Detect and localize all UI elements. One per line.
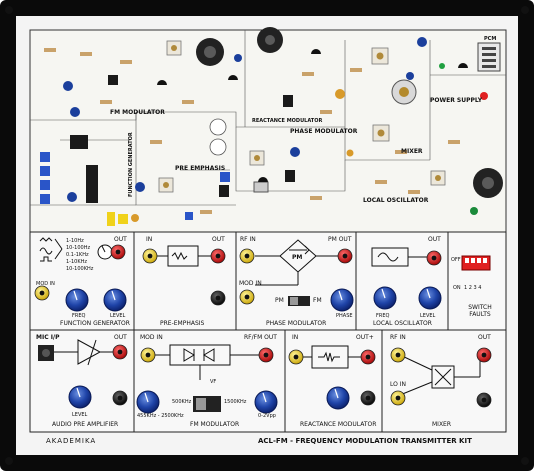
fg-title: FUNCTION GENERATOR [60,320,130,327]
ap-level-label: LEVEL [72,412,88,418]
pm-mod-in-socket[interactable] [239,289,255,305]
pe-out-label: OUT [212,236,225,243]
mx-rf-in-socket[interactable] [390,347,406,363]
mic-jack[interactable] [38,345,54,361]
pcb-traces [30,30,506,206]
pe-out-socket[interactable] [210,248,226,264]
rm-in-socket[interactable] [288,349,304,365]
sf-off-label: OFF [451,257,461,263]
pm-out-label: PM OUT [328,236,352,243]
fmm-mod-in-socket[interactable] [140,347,156,363]
corner-screws [5,6,529,465]
pm-title: PHASE MODULATOR [266,320,327,327]
fg-level-knob[interactable] [103,288,127,312]
mx-rf-in-label: RF IN [390,334,406,341]
fm-range-switch[interactable] [193,396,221,412]
fmm-rf-fm-out-socket[interactable] [258,347,274,363]
pm-sw-fm-label: FM [313,297,322,304]
rm-out-socket[interactable] [360,349,376,365]
rm-out-label: OUT+ [356,334,374,341]
fg-range-3: 0.1-1KHz [66,252,89,258]
fmm-range-low-label: 455KHz - 2500KHz [137,413,184,419]
fmm-mod-in-label: MOD IN [140,334,163,341]
rm-gnd-socket[interactable] [360,390,376,406]
lo-out-socket[interactable] [426,250,442,266]
pe-gnd-socket[interactable] [210,290,226,306]
pm-rf-in-label: RF IN [240,236,256,243]
ap-gnd-socket[interactable] [112,390,128,406]
rm-in-label: IN [292,334,299,341]
pm-fm-switch[interactable] [288,296,310,306]
fmm-title: FM MODULATOR [190,421,240,428]
sf-numbers: 1 2 3 4 [464,285,482,291]
fmm-freq-knob[interactable] [136,390,160,414]
brand-logo: AKADEMIKA [46,437,97,445]
kit-title: ACL-FM - FREQUENCY MODULATION TRANSMITTE… [258,437,472,445]
fmm-range-amp-label: 0-2Vpp [258,413,276,419]
fg-out-socket[interactable] [110,244,126,260]
lo-level-knob[interactable] [418,286,442,310]
fmm-amp-knob[interactable] [254,390,278,414]
mx-title: MIXER [432,421,452,428]
sf-title: SWITCH FAULTS [468,304,492,318]
pcb-label-power-supply: POWER SUPPLY [430,97,483,104]
pm-out-socket[interactable] [337,248,353,264]
ap-title: AUDIO PRE AMPLIFIER [52,421,119,428]
lo-freq-knob[interactable] [373,286,397,310]
fg-freq-label: FREQ [72,313,86,319]
fg-out-label: OUT [114,236,127,243]
pm-rf-in-socket[interactable] [239,248,255,264]
mx-out-socket[interactable] [476,347,492,363]
pcb-label-local-oscillator: LOCAL OSCILLATOR [363,197,429,204]
pcb-label-reactance-modulator: REACTANCE MODULATOR [252,118,323,124]
fg-freq-knob[interactable] [65,288,89,312]
pm-phase-label: PHASE [336,313,353,319]
rm-title: REACTANCE MODULATOR [300,421,377,428]
mx-lo-in-label: LO IN [390,381,407,388]
rm-knob[interactable] [326,386,350,410]
range-selector[interactable] [97,244,113,260]
pe-title: PRE-EMPHASIS [160,320,205,327]
fmm-sw-left-label: 500KHz [172,399,192,405]
pe-in-label: IN [146,236,153,243]
fg-mod-in-label: MOD IN [36,281,55,287]
pcb-label-function-generator: FUNCTION GENERATOR [128,132,134,197]
panel-dividers [30,232,506,432]
switch-faults-dip[interactable] [461,255,491,271]
lo-level-label: LEVEL [420,313,436,319]
fg-mod-in-socket[interactable] [34,285,50,301]
pm-phase-knob[interactable] [330,288,354,312]
pcb-components [40,27,503,226]
fmm-sw-right-label: 1500KHz [224,399,247,405]
sf-on-label: ON [453,285,461,291]
ap-mic-in-label: MIC I/P [36,334,60,341]
pe-in-socket[interactable] [142,248,158,264]
pm-mod-in-label: MOD IN [239,280,262,287]
fg-range-5: 10-100KHz [66,266,94,272]
pm-block-label: PM [292,254,303,261]
ap-out-socket[interactable] [112,344,128,360]
pcb-label-pre-emphasis: PRE EMPHASIS [175,165,226,172]
mx-out-label: OUT [478,334,491,341]
ap-out-label: OUT [114,334,127,341]
pcb-label-mixer: MIXER [401,148,423,155]
lo-out-label: OUT [428,236,441,243]
fmm-rf-fm-out-label: RF/FM OUT [244,334,277,341]
ap-level-knob[interactable] [68,385,92,409]
fg-range-2: 10-100Hz [66,245,91,251]
fg-level-label: LEVEL [110,313,126,319]
lo-freq-label: FREQ [376,313,390,319]
mx-lo-in-socket[interactable] [390,390,406,406]
fmm-vf-label: VF [210,379,217,385]
pcb-area [29,29,507,233]
fg-range-4: 1-10KHz [66,259,88,265]
fg-range-1: 1-10Hz [66,238,84,244]
pcb-label-phase-modulator: PHASE MODULATOR [290,128,358,135]
pcb-label-fm-modulator: FM MODULATOR [110,109,165,116]
pm-sw-pm-label: PM [275,297,284,304]
lo-title: LOCAL OSCILLATOR [373,320,432,327]
mx-gnd-socket[interactable] [476,392,492,408]
pcb-label-pcm: PCM [484,36,497,42]
